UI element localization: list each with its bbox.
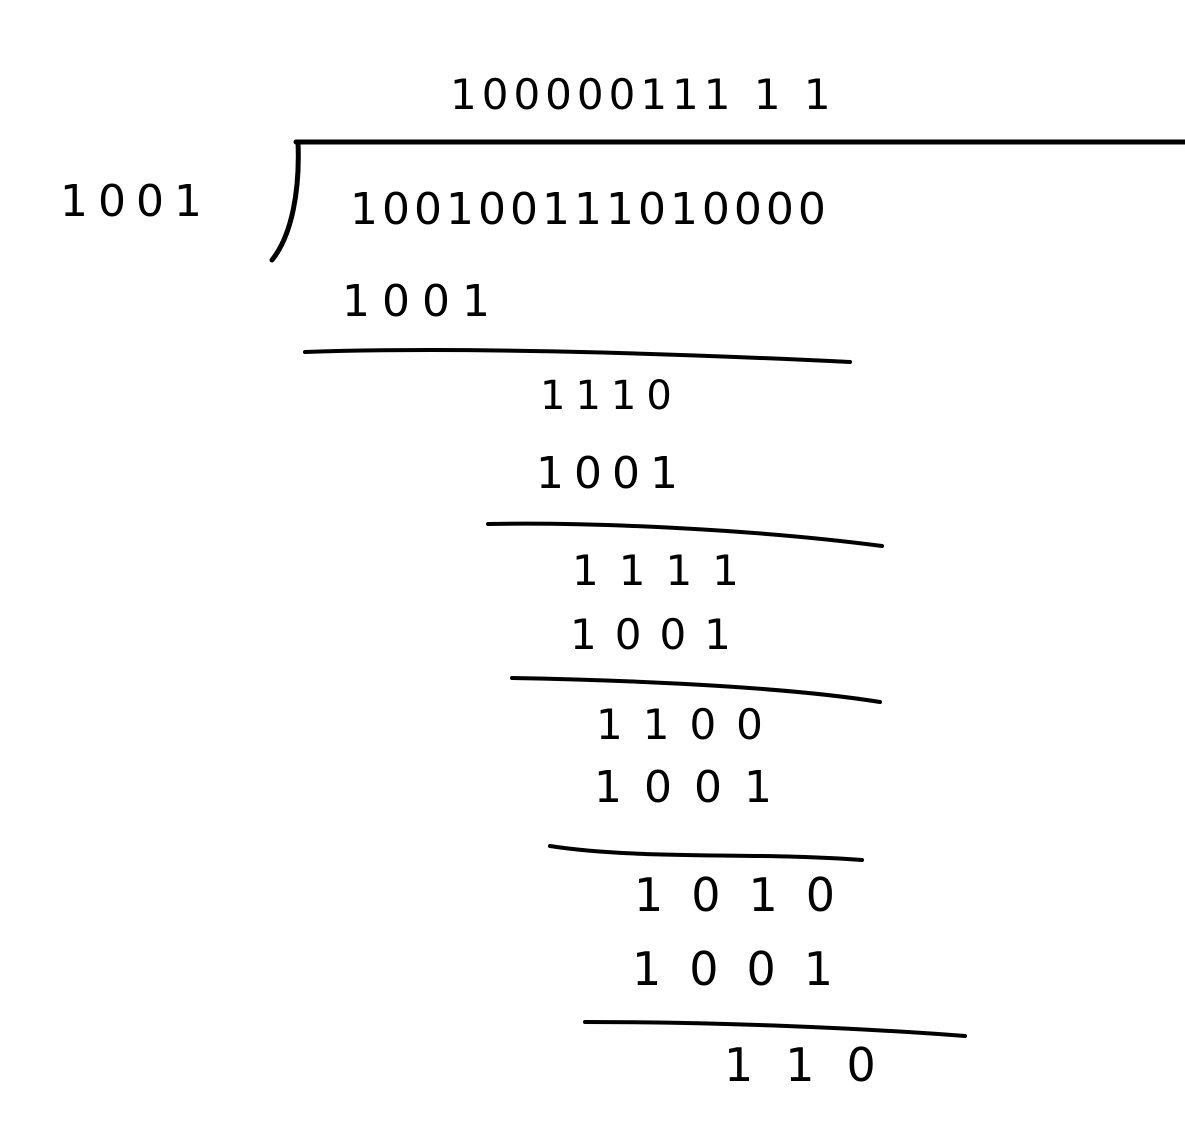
subtraction-line-5 [583,1020,967,1038]
final-remainder: 110 [724,1038,908,1092]
subtrahend-2: 1001 [536,448,688,499]
partial-remainder-2: 1111 [572,546,759,595]
dividend: 100100111010000 [350,184,830,235]
subtraction-line-3 [510,676,882,704]
subtrahend-1: 1001 [342,276,502,327]
partial-remainder-4: 1010 [634,868,864,922]
subtraction-line-2 [486,521,884,548]
subtrahend-5: 1001 [632,942,862,996]
subtrahend-3: 1001 [570,610,749,659]
quotient: 100000111 1 1 [450,70,836,119]
subtrahend-4: 1001 [594,762,794,813]
subtraction-line-4 [548,844,864,862]
division-bracket [269,139,301,263]
divisor: 1001 [60,176,212,227]
partial-remainder-1: 1110 [540,373,682,419]
subtraction-line-1 [303,348,852,364]
partial-remainder-3: 1100 [596,700,783,749]
